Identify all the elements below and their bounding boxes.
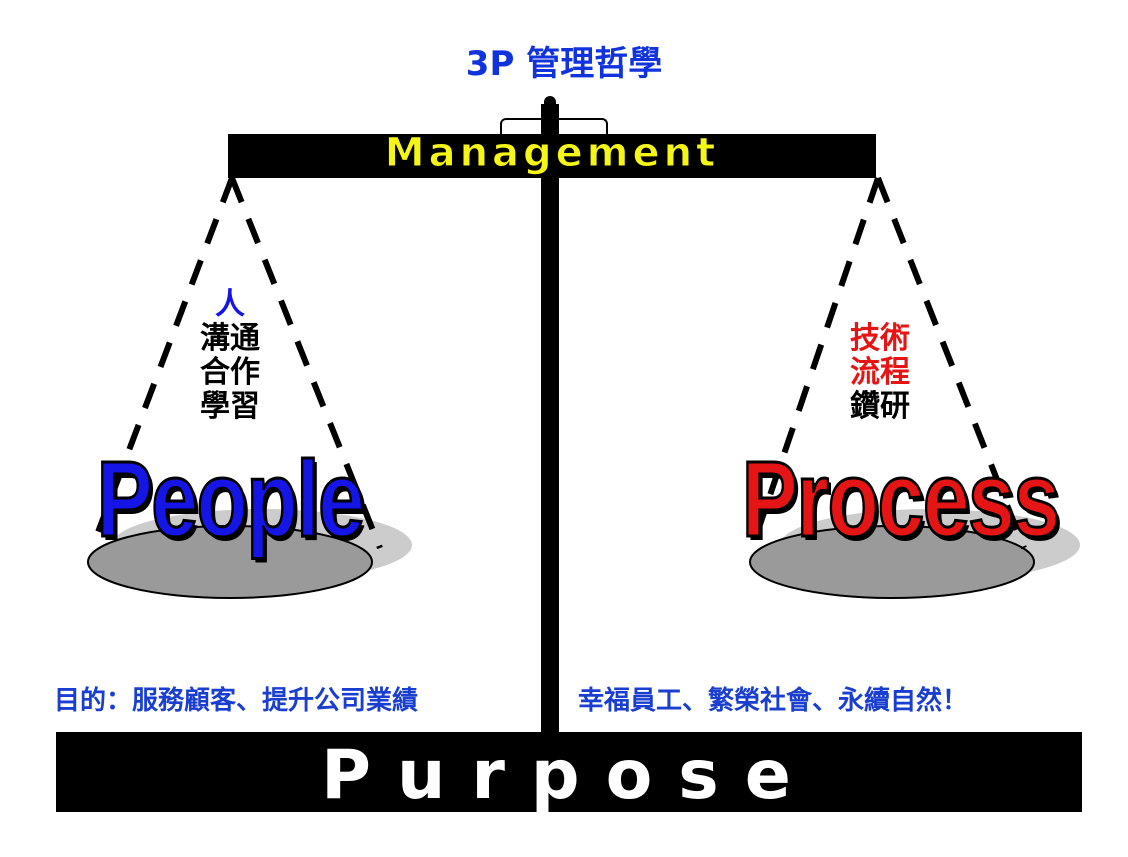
purpose-base — [56, 732, 1082, 812]
scale-pole — [541, 104, 559, 744]
people-word: People — [95, 437, 366, 561]
left-chain-outer — [89, 176, 235, 550]
left-line-1: 溝通 — [200, 321, 260, 356]
left-line-3: 學習 — [200, 389, 260, 424]
process-word: Process — [741, 437, 1062, 561]
management-label: Management — [384, 130, 720, 177]
right-pan — [749, 525, 1035, 599]
purpose-label: Purpose — [321, 736, 817, 815]
left-pan — [87, 525, 373, 599]
goal-text-right: 幸福員工、繁榮社會、永續自然！ — [578, 686, 969, 716]
right-line-1: 技術 — [850, 321, 910, 356]
left-heading: 人 — [215, 287, 245, 322]
goal-text-left: 目的：服務顧客、提升公司業績 — [54, 686, 419, 716]
right-text-block: 技術 流程 鑽研 — [840, 322, 920, 424]
left-line-2: 合作 — [200, 355, 260, 390]
left-chain-inner — [229, 176, 383, 550]
right-line-3: 鑽研 — [850, 389, 910, 424]
right-line-2: 流程 — [850, 355, 910, 390]
management-beam — [228, 134, 876, 178]
page-title: 3P 管理哲學 — [465, 44, 663, 84]
right-chain-inner — [875, 176, 1027, 550]
left-text-block: 人 溝通 合作 學習 — [190, 288, 270, 424]
right-chain-outer — [749, 177, 881, 549]
